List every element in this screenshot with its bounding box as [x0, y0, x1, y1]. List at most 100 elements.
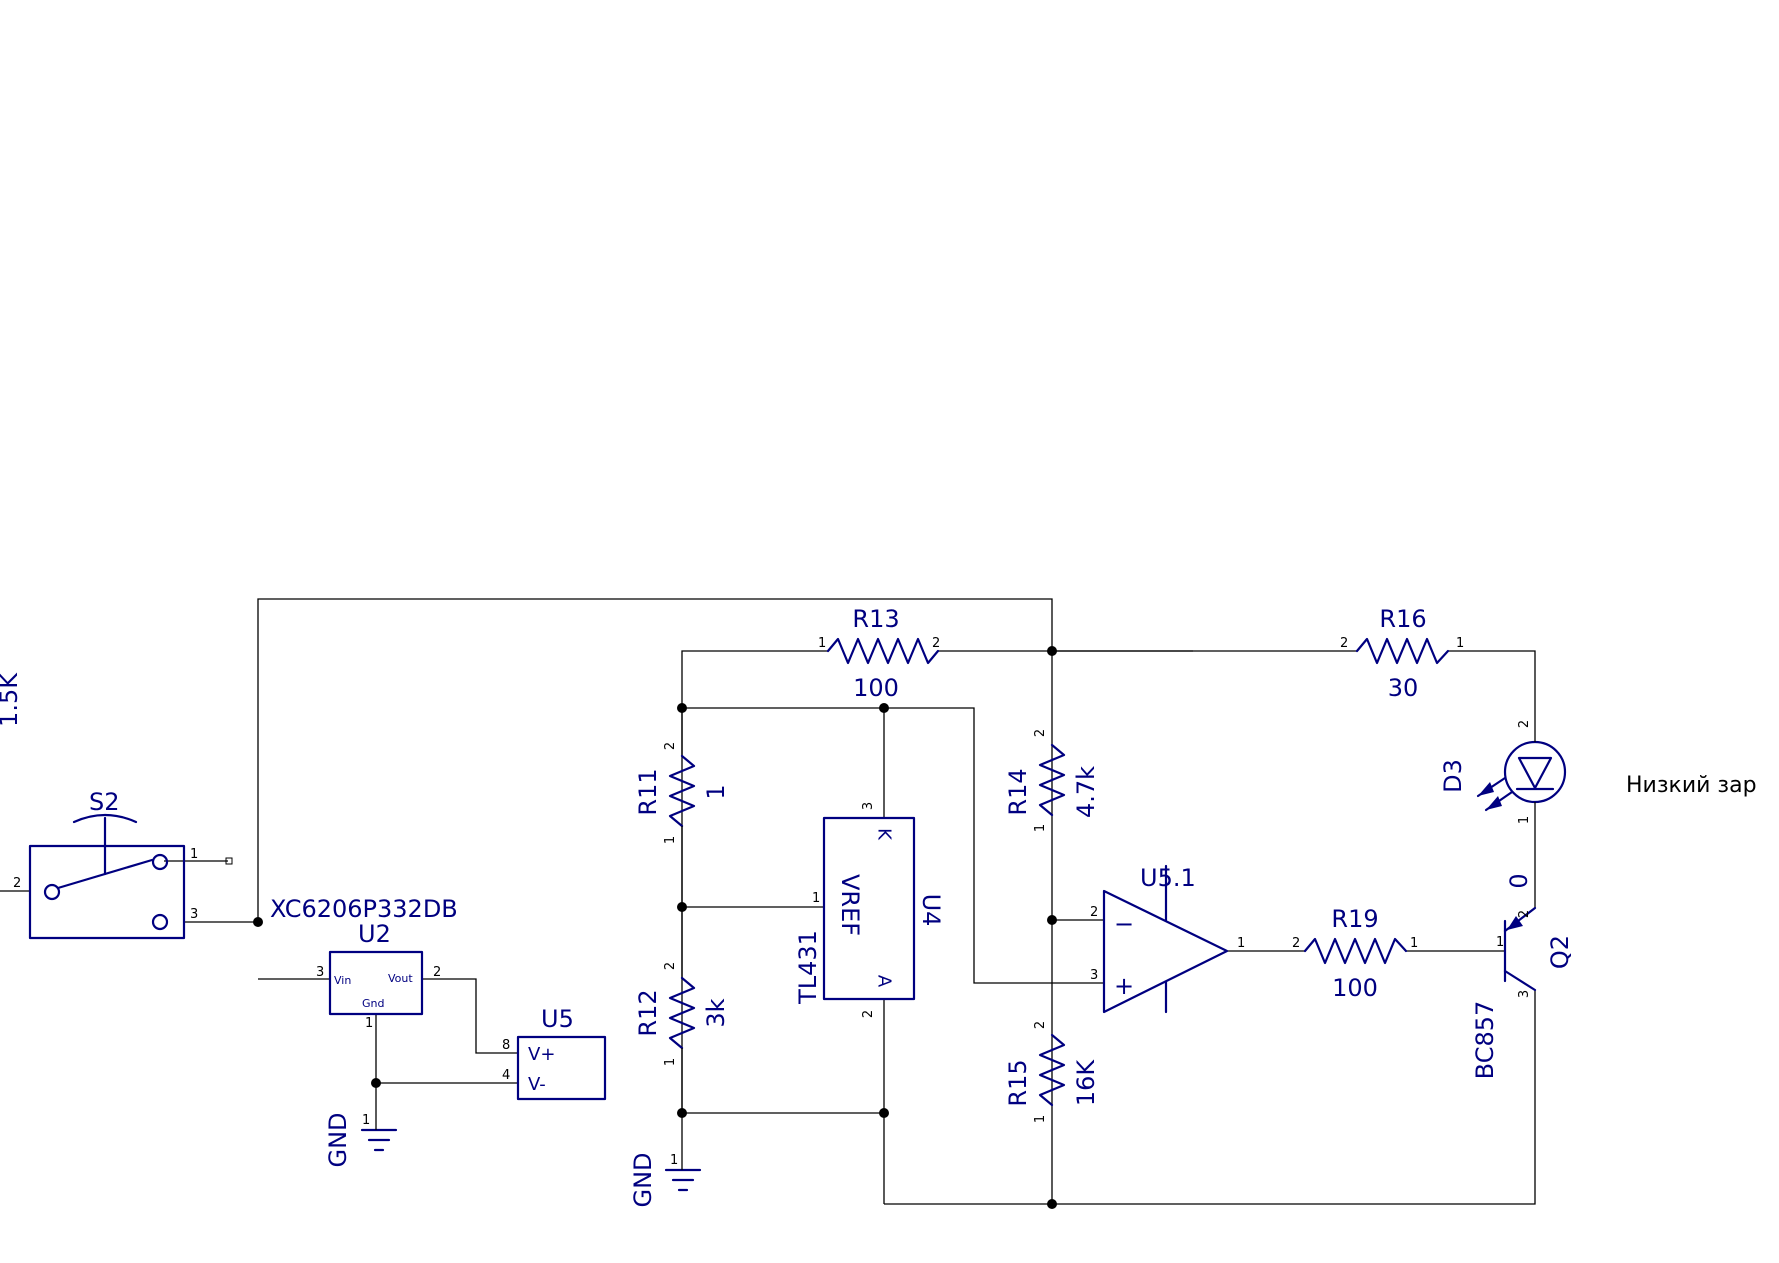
r16-value: 30	[1388, 674, 1419, 702]
u2-pin-1: 1	[365, 1016, 373, 1031]
junction-dots	[253, 646, 1057, 1209]
u5-body	[516, 1035, 607, 1101]
q2-pin-3: 3	[1517, 990, 1532, 998]
u2-pin-2: 2	[433, 965, 441, 980]
s2-pin-2: 2	[13, 876, 21, 891]
transistor-q2: Q2 BC857 1 2 3	[1471, 906, 1574, 1080]
r11-ref: R11	[634, 768, 662, 815]
r14-ref: R14	[1004, 768, 1032, 815]
r12-value: 3k	[702, 998, 730, 1027]
q2-ref: Q2	[1546, 935, 1574, 969]
r16-pin-2: 2	[1340, 636, 1348, 651]
led-arrow-head	[1478, 782, 1494, 796]
gnd-symbol-1: GND 1	[324, 1112, 398, 1168]
r11-pin-1: 1	[663, 836, 678, 844]
gnd-pin: 1	[362, 1113, 370, 1128]
resistor-r19: R19 100 2 1	[1292, 905, 1418, 1002]
r12-pin-2: 2	[663, 962, 678, 970]
u51-ref: U5.1	[1140, 864, 1196, 892]
r14-pin-2: 2	[1033, 729, 1048, 737]
r11-value: 1	[702, 784, 730, 799]
led-d3: D3 1 2 0	[1439, 718, 1567, 889]
wires	[0, 598, 1536, 1205]
gnd-symbol-2: GND 1	[629, 1107, 702, 1208]
r15-pin-2: 2	[1033, 1021, 1048, 1029]
u4-pin-1: 1	[812, 891, 820, 906]
led-arrow-head	[1486, 796, 1502, 810]
r13-pin-2: 2	[932, 636, 940, 651]
d3-ref: D3	[1439, 759, 1467, 793]
r16-pin-1: 1	[1456, 636, 1464, 651]
note-text: Низкий зар	[1626, 773, 1757, 798]
s2-ref: S2	[89, 788, 120, 816]
r13-ref: R13	[852, 605, 899, 633]
u2-pin-3: 3	[316, 965, 324, 980]
resistor-r16: R16 30 2 1	[1340, 605, 1464, 702]
r15-pin-1: 1	[1033, 1115, 1048, 1123]
u2-pin-gnd-label: Gnd	[362, 997, 384, 1010]
switch-body	[28, 844, 186, 940]
d3-pin-2: 2	[1517, 720, 1532, 728]
r15-ref: R15	[1004, 1059, 1032, 1106]
u4-pin-a-label: A	[874, 975, 895, 988]
r12-pin-1: 1	[663, 1058, 678, 1066]
r13-pin-1: 1	[818, 636, 826, 651]
gnd-label: GND	[629, 1152, 657, 1207]
switch-contact	[151, 913, 169, 931]
r19-pin-2: 2	[1292, 936, 1300, 951]
net-label-left-edge: 1.5K	[0, 672, 23, 727]
u5-pin-vminus-label: V-	[528, 1074, 546, 1095]
r19-ref: R19	[1331, 905, 1378, 933]
switch-contact	[43, 883, 61, 901]
led-body	[1503, 740, 1567, 804]
u5-pin-8: 8	[502, 1038, 510, 1053]
u51-pin-1: 1	[1237, 936, 1245, 951]
q2-part: BC857	[1471, 1001, 1499, 1080]
transistor-emitter-arrow	[1507, 916, 1523, 930]
resistor-r11: R11 1 2 1	[634, 708, 730, 907]
junction-dot	[1047, 915, 1057, 925]
junction-dot	[253, 917, 263, 927]
resistor-r14: R14 4.7k 2 1	[1004, 729, 1100, 832]
u5-pin-4: 4	[502, 1068, 510, 1083]
switch-contact	[151, 853, 169, 871]
junction-dot	[371, 1078, 381, 1088]
u4-part: TL431	[794, 930, 822, 1005]
switch-actuator-cap	[72, 813, 138, 824]
r19-value: 100	[1332, 974, 1378, 1002]
junction-dot	[1047, 1199, 1057, 1209]
transistor-collector	[1503, 969, 1537, 992]
u51-pin-3: 3	[1090, 968, 1098, 983]
u2-ref: U2	[358, 920, 391, 948]
q2-pin-2: 2	[1517, 910, 1532, 918]
u4-ref: U4	[917, 894, 945, 927]
u2-pin-vin-label: Vin	[334, 974, 351, 987]
u51-plus: +	[1114, 972, 1134, 1000]
r13-value: 100	[853, 674, 899, 702]
u4-body	[822, 816, 916, 1001]
junction-dot	[879, 1108, 889, 1118]
u2-body	[328, 950, 424, 1016]
resistor-r15: R15 16K 2 1	[1004, 1021, 1100, 1123]
gnd-label: GND	[324, 1112, 352, 1167]
q2-pin-1: 1	[1496, 935, 1504, 950]
u5-pin-vplus-label: V+	[528, 1044, 555, 1065]
resistor-r12: R12 3k 2 1	[634, 907, 730, 1113]
u4-pin-3: 3	[861, 802, 876, 810]
r12-ref: R12	[634, 989, 662, 1036]
r14-pin-1: 1	[1033, 824, 1048, 832]
u4-inner-label: VREF	[836, 874, 864, 936]
junction-dot	[879, 703, 889, 713]
r16-ref: R16	[1379, 605, 1426, 633]
s2-pin-1: 1	[190, 847, 198, 862]
u51-minus: −	[1114, 910, 1134, 938]
r14-value: 4.7k	[1072, 766, 1100, 818]
led-diode-triangle	[1517, 756, 1553, 790]
switch-s2: S2 1 2 3	[13, 788, 233, 940]
supply-u5: U5 V+ V- 8 4	[502, 1005, 607, 1101]
resistor-r13: R13 100 1 2	[818, 605, 940, 702]
r19-pin-1: 1	[1410, 936, 1418, 951]
u2-part: XC6206P332DB	[270, 895, 458, 923]
d3-cathode-net-label: 0	[1505, 873, 1533, 888]
